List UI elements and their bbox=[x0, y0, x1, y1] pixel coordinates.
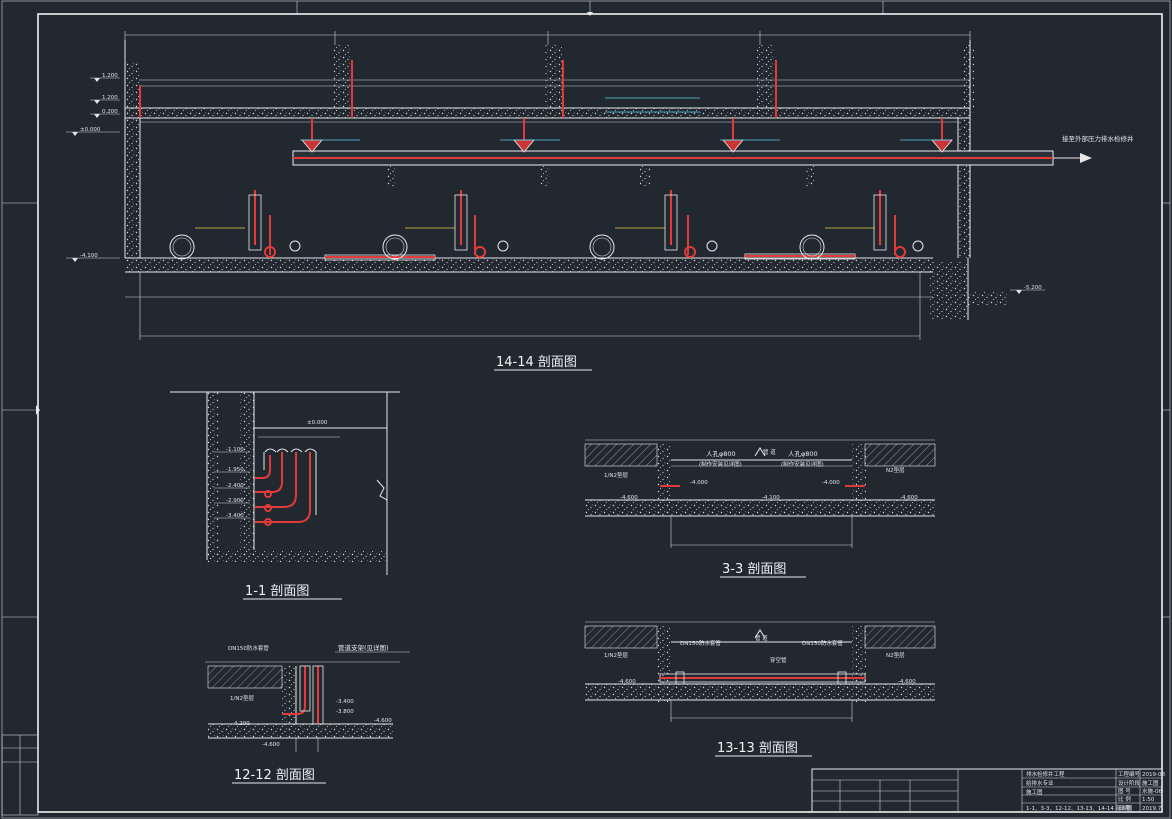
pipe-through: 穿空管 bbox=[770, 656, 787, 664]
elev-label: -4.600 bbox=[620, 495, 638, 501]
elev-label: -4.100 bbox=[762, 495, 780, 501]
elevation-markers-14: 1.200 1.200 0.200 ±0.000 -4.100 -5.200 bbox=[66, 73, 1045, 294]
tb-value: 2019-08 bbox=[1142, 772, 1165, 778]
section-1-1: ±0.000 -1.100 -1.950 -2.400 -2.900 -3.40… bbox=[170, 391, 400, 600]
section-3-3: 人孔φ800 (制作安装见详图) 人孔φ800 (制作安装见详图) 管 道 1/… bbox=[584, 439, 936, 578]
section-title-12: 12-12 剖面图 bbox=[234, 768, 315, 783]
title-row2: 给排水专业 bbox=[1026, 779, 1054, 787]
title-row1: 排水检修井工程 bbox=[1026, 770, 1065, 778]
elev-label: -4.000 bbox=[822, 480, 840, 486]
outlet-note: 接至外部压力排水检修井 bbox=[1062, 134, 1134, 143]
fill-label: 1/N2垫层 bbox=[230, 694, 254, 702]
elev-label: -4.600 bbox=[898, 679, 916, 685]
tb-value: 施工图 bbox=[1142, 779, 1159, 787]
fill-right: N2垫层 bbox=[886, 466, 905, 474]
manhole-right-note: (制作安装见详图) bbox=[781, 460, 824, 468]
section-title-3: 3-3 剖面图 bbox=[722, 562, 786, 577]
elev-label: 1.200 bbox=[102, 73, 118, 79]
manhole-left: 人孔φ800 bbox=[706, 450, 736, 458]
elevation-markers-1-1: ±0.000 -1.100 -1.950 -2.400 -2.900 -3.40… bbox=[214, 420, 328, 519]
pump-assemblies bbox=[248, 190, 896, 261]
sleeve-label: DN150防水套管 bbox=[228, 644, 269, 652]
fill-left: 1/N2垫层 bbox=[604, 471, 628, 479]
tb-label: 日 期 bbox=[1118, 805, 1131, 812]
elev-label: -2.400 bbox=[226, 483, 244, 489]
elev-label: -4.200 bbox=[232, 721, 250, 727]
elev-label: -4.000 bbox=[690, 480, 708, 486]
support-label: 管道支架(见详图) bbox=[338, 643, 389, 652]
tb-label: 工程编号 bbox=[1118, 770, 1141, 778]
elev-label: -1.950 bbox=[226, 467, 244, 473]
elev-label: ±0.000 bbox=[307, 420, 328, 426]
title-block: 排水检修井工程 给排水专业 施工图 1-1、3-3、12-12、13-13、14… bbox=[811, 768, 1165, 813]
section-title-14: 14-14 剖面图 bbox=[496, 355, 577, 370]
elev-label: 0.200 bbox=[102, 109, 118, 115]
section-13-13: DN150防水套管 DN150防水套管 管 道 穿空管 1/N2垫层 N2垫层 … bbox=[584, 621, 936, 757]
manhole-right: 人孔φ800 bbox=[788, 450, 818, 458]
elev-label: -3.800 bbox=[336, 709, 354, 715]
section-12-12: DN150防水套管 管道支架(见详图) 1/N2垫层 -3.400 -3.800… bbox=[205, 643, 410, 784]
fill-left: 1/N2垫层 bbox=[604, 651, 628, 659]
elev-label: -4.100 bbox=[80, 253, 98, 259]
elev-label: -2.900 bbox=[226, 498, 244, 504]
pipe-label: 管 道 bbox=[763, 448, 776, 456]
drawing-name: 1-1、3-3、12-12、13-13、14-14 剖面图 bbox=[1026, 804, 1133, 812]
section-title-13: 13-13 剖面图 bbox=[717, 741, 798, 756]
sleeve-right: DN150防水套管 bbox=[802, 639, 843, 647]
title-row3: 施工图 bbox=[1026, 788, 1043, 796]
tb-label: 设计阶段 bbox=[1118, 779, 1141, 787]
section-14-14: 1.200 1.200 0.200 ±0.000 -4.100 -5.200 接… bbox=[66, 31, 1134, 371]
pipe-bends-1-1 bbox=[255, 448, 317, 523]
elev-label: ±0.000 bbox=[80, 127, 101, 133]
elev-label: 1.200 bbox=[102, 95, 118, 101]
tb-value: 1:50 bbox=[1142, 797, 1155, 803]
sump-circles bbox=[169, 234, 924, 260]
pipe-label: 管 道 bbox=[755, 634, 768, 642]
tb-value: 水施-06 bbox=[1142, 787, 1162, 795]
manhole-left-note: (制作安装见详图) bbox=[699, 460, 742, 468]
elev-label: -4.600 bbox=[374, 718, 392, 724]
elev-label: -4.600 bbox=[900, 495, 918, 501]
tb-label: 图 号 bbox=[1118, 787, 1131, 795]
elev-label: -3.400 bbox=[226, 513, 244, 519]
tb-label: 比 例 bbox=[1118, 795, 1131, 803]
sleeve-left: DN150防水套管 bbox=[680, 639, 721, 647]
elev-label: -1.100 bbox=[226, 447, 244, 453]
elev-label: -3.400 bbox=[336, 699, 354, 705]
elev-label: -4.600 bbox=[618, 679, 636, 685]
section-title-1: 1-1 剖面图 bbox=[245, 584, 309, 599]
tb-value: 2019.7 bbox=[1142, 806, 1162, 812]
elev-label: -4.600 bbox=[262, 742, 280, 748]
elev-label: -5.200 bbox=[1024, 285, 1042, 291]
fill-right: N2垫层 bbox=[886, 651, 905, 659]
